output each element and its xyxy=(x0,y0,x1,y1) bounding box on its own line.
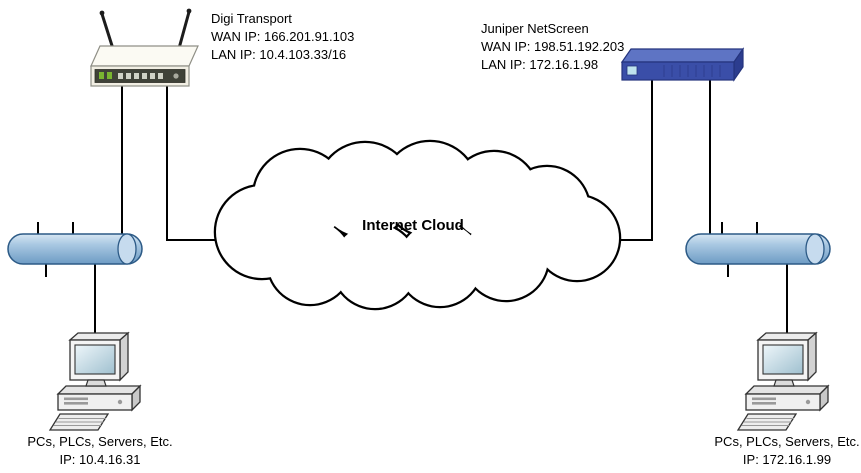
digi-name: Digi Transport xyxy=(211,11,292,26)
right-bus-endcap xyxy=(805,233,825,265)
cloud-body xyxy=(216,142,619,308)
digi-transport-label: Digi Transport WAN IP: 166.201.91.103 LA… xyxy=(211,10,354,64)
juniper-logo-badge xyxy=(626,65,638,76)
left-lan-caption: PCs, PLCs, Servers, Etc. xyxy=(27,434,173,449)
router-top-face xyxy=(90,45,199,67)
right-lan-ip: IP: 172.16.1.99 xyxy=(742,452,832,467)
right-pc-icon xyxy=(737,332,829,431)
right-lan-caption: PCs, PLCs, Servers, Etc. xyxy=(714,434,860,449)
juniper-netscreen-label: Juniper NetScreen WAN IP: 198.51.192.203… xyxy=(481,20,624,74)
left-bus-endcap xyxy=(117,233,137,265)
router-port-panel xyxy=(94,69,186,83)
link-digi-to-cloud xyxy=(166,80,225,241)
internet-cloud xyxy=(213,139,622,311)
juniper-front-face xyxy=(621,61,735,81)
juniper-netscreen-icon xyxy=(620,47,745,82)
link-cloud-to-juniper xyxy=(612,72,653,241)
digi-transport-router-icon xyxy=(90,8,199,87)
router-ports xyxy=(99,72,179,79)
right-lan-label: PCs, PLCs, Servers, Etc. IP: 172.16.1.99 xyxy=(697,433,861,469)
antenna-right xyxy=(176,10,191,54)
digi-wan-ip: WAN IP: 166.201.91.103 xyxy=(211,29,355,44)
juniper-wan-ip: WAN IP: 198.51.192.203 xyxy=(481,39,625,54)
juniper-lan-ip: LAN IP: 172.16.1.98 xyxy=(481,57,599,72)
right-bus-segment xyxy=(685,233,831,265)
internet-cloud-label: Internet Cloud xyxy=(362,217,464,234)
left-bus-body xyxy=(7,233,143,265)
left-bus-segment xyxy=(7,233,143,265)
left-lan-ip: IP: 10.4.16.31 xyxy=(59,452,141,467)
right-bus-body xyxy=(685,233,831,265)
left-lan-label: PCs, PLCs, Servers, Etc. IP: 10.4.16.31 xyxy=(10,433,190,469)
juniper-name: Juniper NetScreen xyxy=(481,21,589,36)
left-pc-icon xyxy=(49,332,141,431)
juniper-vents xyxy=(663,65,721,77)
digi-lan-ip: LAN IP: 10.4.103.33/16 xyxy=(211,47,347,62)
juniper-top-face xyxy=(620,48,745,63)
